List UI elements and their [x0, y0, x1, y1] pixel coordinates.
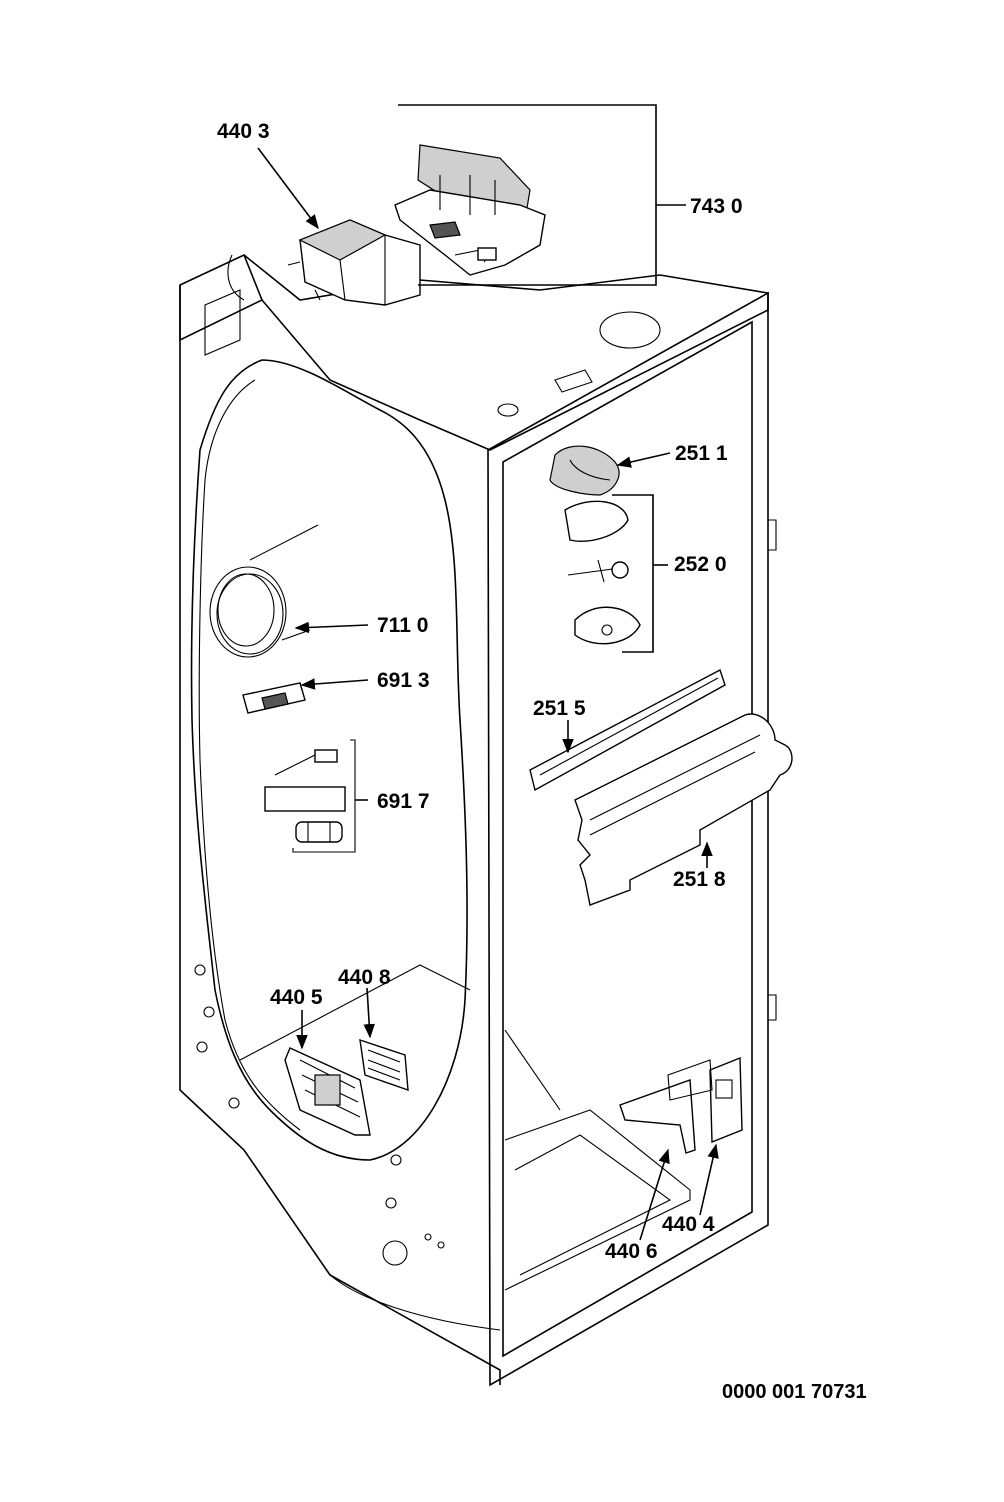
- callout-labels: 440 3 743 0 251 1 252 0 711 0 691 3 251 …: [217, 120, 743, 1263]
- callout-743-0: 743 0: [690, 195, 743, 218]
- callout-251-1: 251 1: [675, 442, 728, 465]
- document-number: 0000 001 70731: [722, 1381, 867, 1403]
- liner-cutaway: [190, 359, 471, 1161]
- part-252-0-lamp-assembly: [564, 500, 641, 645]
- part-691-3-block: [242, 682, 306, 714]
- callout-440-6: 440 6: [605, 1240, 658, 1263]
- callout-251-8: 251 8: [673, 868, 726, 891]
- part-743-housing: [394, 144, 546, 276]
- part-440-3-box: [287, 219, 421, 306]
- callout-440-4: 440 4: [662, 1213, 715, 1236]
- callout-440-8: 440 8: [338, 966, 391, 989]
- part-251-1-lamp-cover: [549, 445, 620, 496]
- callout-251-5: 251 5: [533, 697, 586, 720]
- part-711-0-wire-coil: [209, 524, 319, 658]
- callout-440-5: 440 5: [270, 986, 323, 1009]
- part-440-5-board: [284, 1047, 371, 1136]
- part-440-4-bracket: [709, 1056, 743, 1144]
- callout-440-3: 440 3: [217, 120, 270, 143]
- part-440-8-module: [359, 1038, 409, 1092]
- part-691-7-kit: [264, 739, 356, 853]
- callout-691-7: 691 7: [377, 790, 430, 813]
- part-440-6-bracket: [619, 1059, 713, 1154]
- callout-691-3: 691 3: [377, 669, 430, 692]
- callout-252-0: 252 0: [674, 553, 727, 576]
- callout-711-0: 711 0: [377, 614, 428, 637]
- part-251-5-rail: [529, 668, 726, 792]
- part-251-8-cover: [574, 713, 793, 906]
- leader-lines: [257, 104, 719, 1241]
